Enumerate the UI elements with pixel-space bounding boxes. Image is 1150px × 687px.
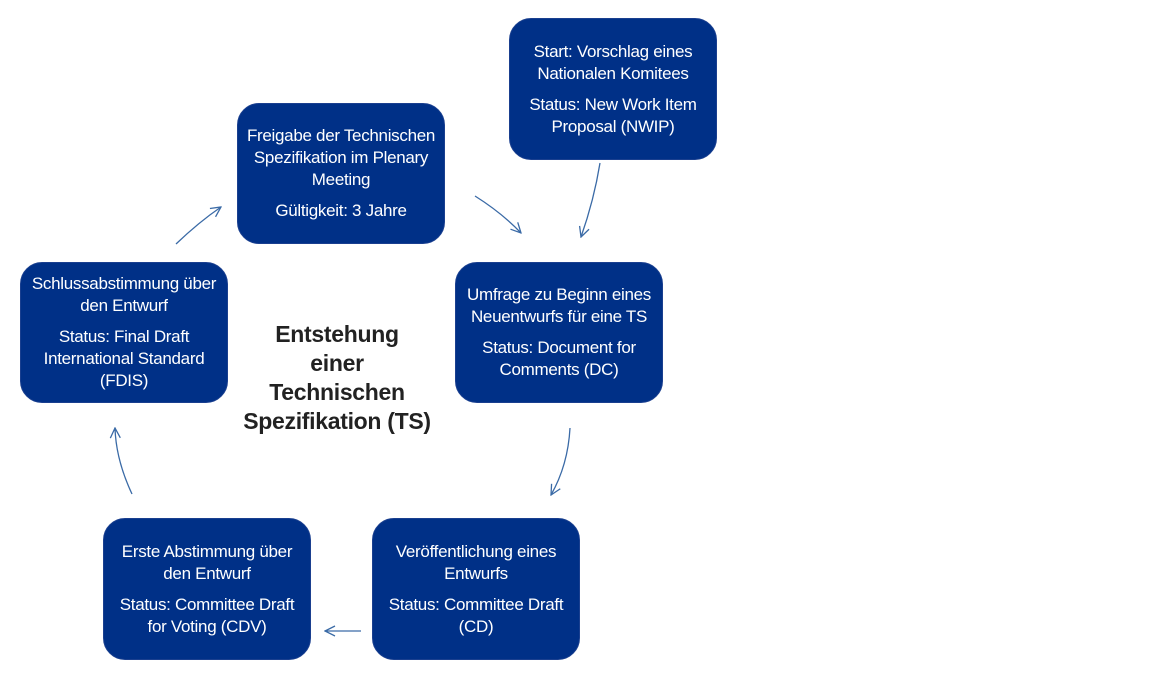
step-text-line: Entwurfs bbox=[444, 563, 508, 583]
step-text-line: Meeting bbox=[311, 170, 371, 189]
step-status-line: (FDIS) bbox=[99, 371, 149, 390]
diagram-title: Entstehung einer Technischen Spezifikati… bbox=[232, 320, 442, 436]
title-line: einer bbox=[310, 350, 364, 376]
step-status-line: Status: New Work Item bbox=[529, 94, 697, 114]
step-text-line: Veröffentlichung eines bbox=[395, 541, 557, 561]
arrow-erste-abstimmung-to-schlussabstimmung bbox=[115, 428, 133, 495]
step-status-line: Comments (DC) bbox=[499, 360, 619, 379]
step-text-line: Freigabe der Technischen bbox=[246, 126, 436, 145]
step-text-line: Nationalen Komitees bbox=[537, 63, 689, 83]
step-text-line: Schlussabstimmung über bbox=[31, 274, 217, 293]
arrow-umfrage-to-veroeffentlichung bbox=[551, 427, 571, 495]
arrow-schlussabstimmung-to-freigabe bbox=[175, 207, 221, 245]
arrow-start-to-umfrage bbox=[581, 162, 601, 237]
title-line: Technischen bbox=[269, 379, 405, 405]
step-text-line: Neuentwurfs für eine TS bbox=[470, 307, 648, 326]
step-text-line: Spezifikation im Plenary bbox=[253, 148, 429, 167]
step-text-line: Erste Abstimmung über bbox=[121, 541, 293, 561]
step-status-line: (CD) bbox=[458, 616, 494, 636]
step-status-line: International Standard bbox=[43, 349, 205, 368]
step-text-line: den Entwurf bbox=[163, 563, 251, 583]
title-line: Entstehung bbox=[275, 321, 399, 347]
step-status-line: for Voting (CDV) bbox=[147, 616, 267, 636]
step-status-line: Proposal (NWIP) bbox=[551, 116, 675, 136]
step-status-line: Status: Committee Draft bbox=[388, 594, 564, 614]
step-text-line: Start: Vorschlag eines bbox=[533, 41, 693, 61]
step-status-line: Status: Committee Draft bbox=[119, 594, 295, 614]
step-status-line: Status: Final Draft bbox=[58, 327, 190, 346]
step-text-line: Umfrage zu Beginn eines bbox=[467, 285, 651, 304]
title-line: Spezifikation (TS) bbox=[243, 408, 431, 434]
step-status-line: Status: Document for bbox=[482, 338, 636, 357]
step-status-line: Gültigkeit: 3 Jahre bbox=[275, 201, 407, 220]
arrow-freigabe-to-umfrage bbox=[474, 195, 521, 233]
step-text-line: den Entwurf bbox=[80, 296, 168, 315]
